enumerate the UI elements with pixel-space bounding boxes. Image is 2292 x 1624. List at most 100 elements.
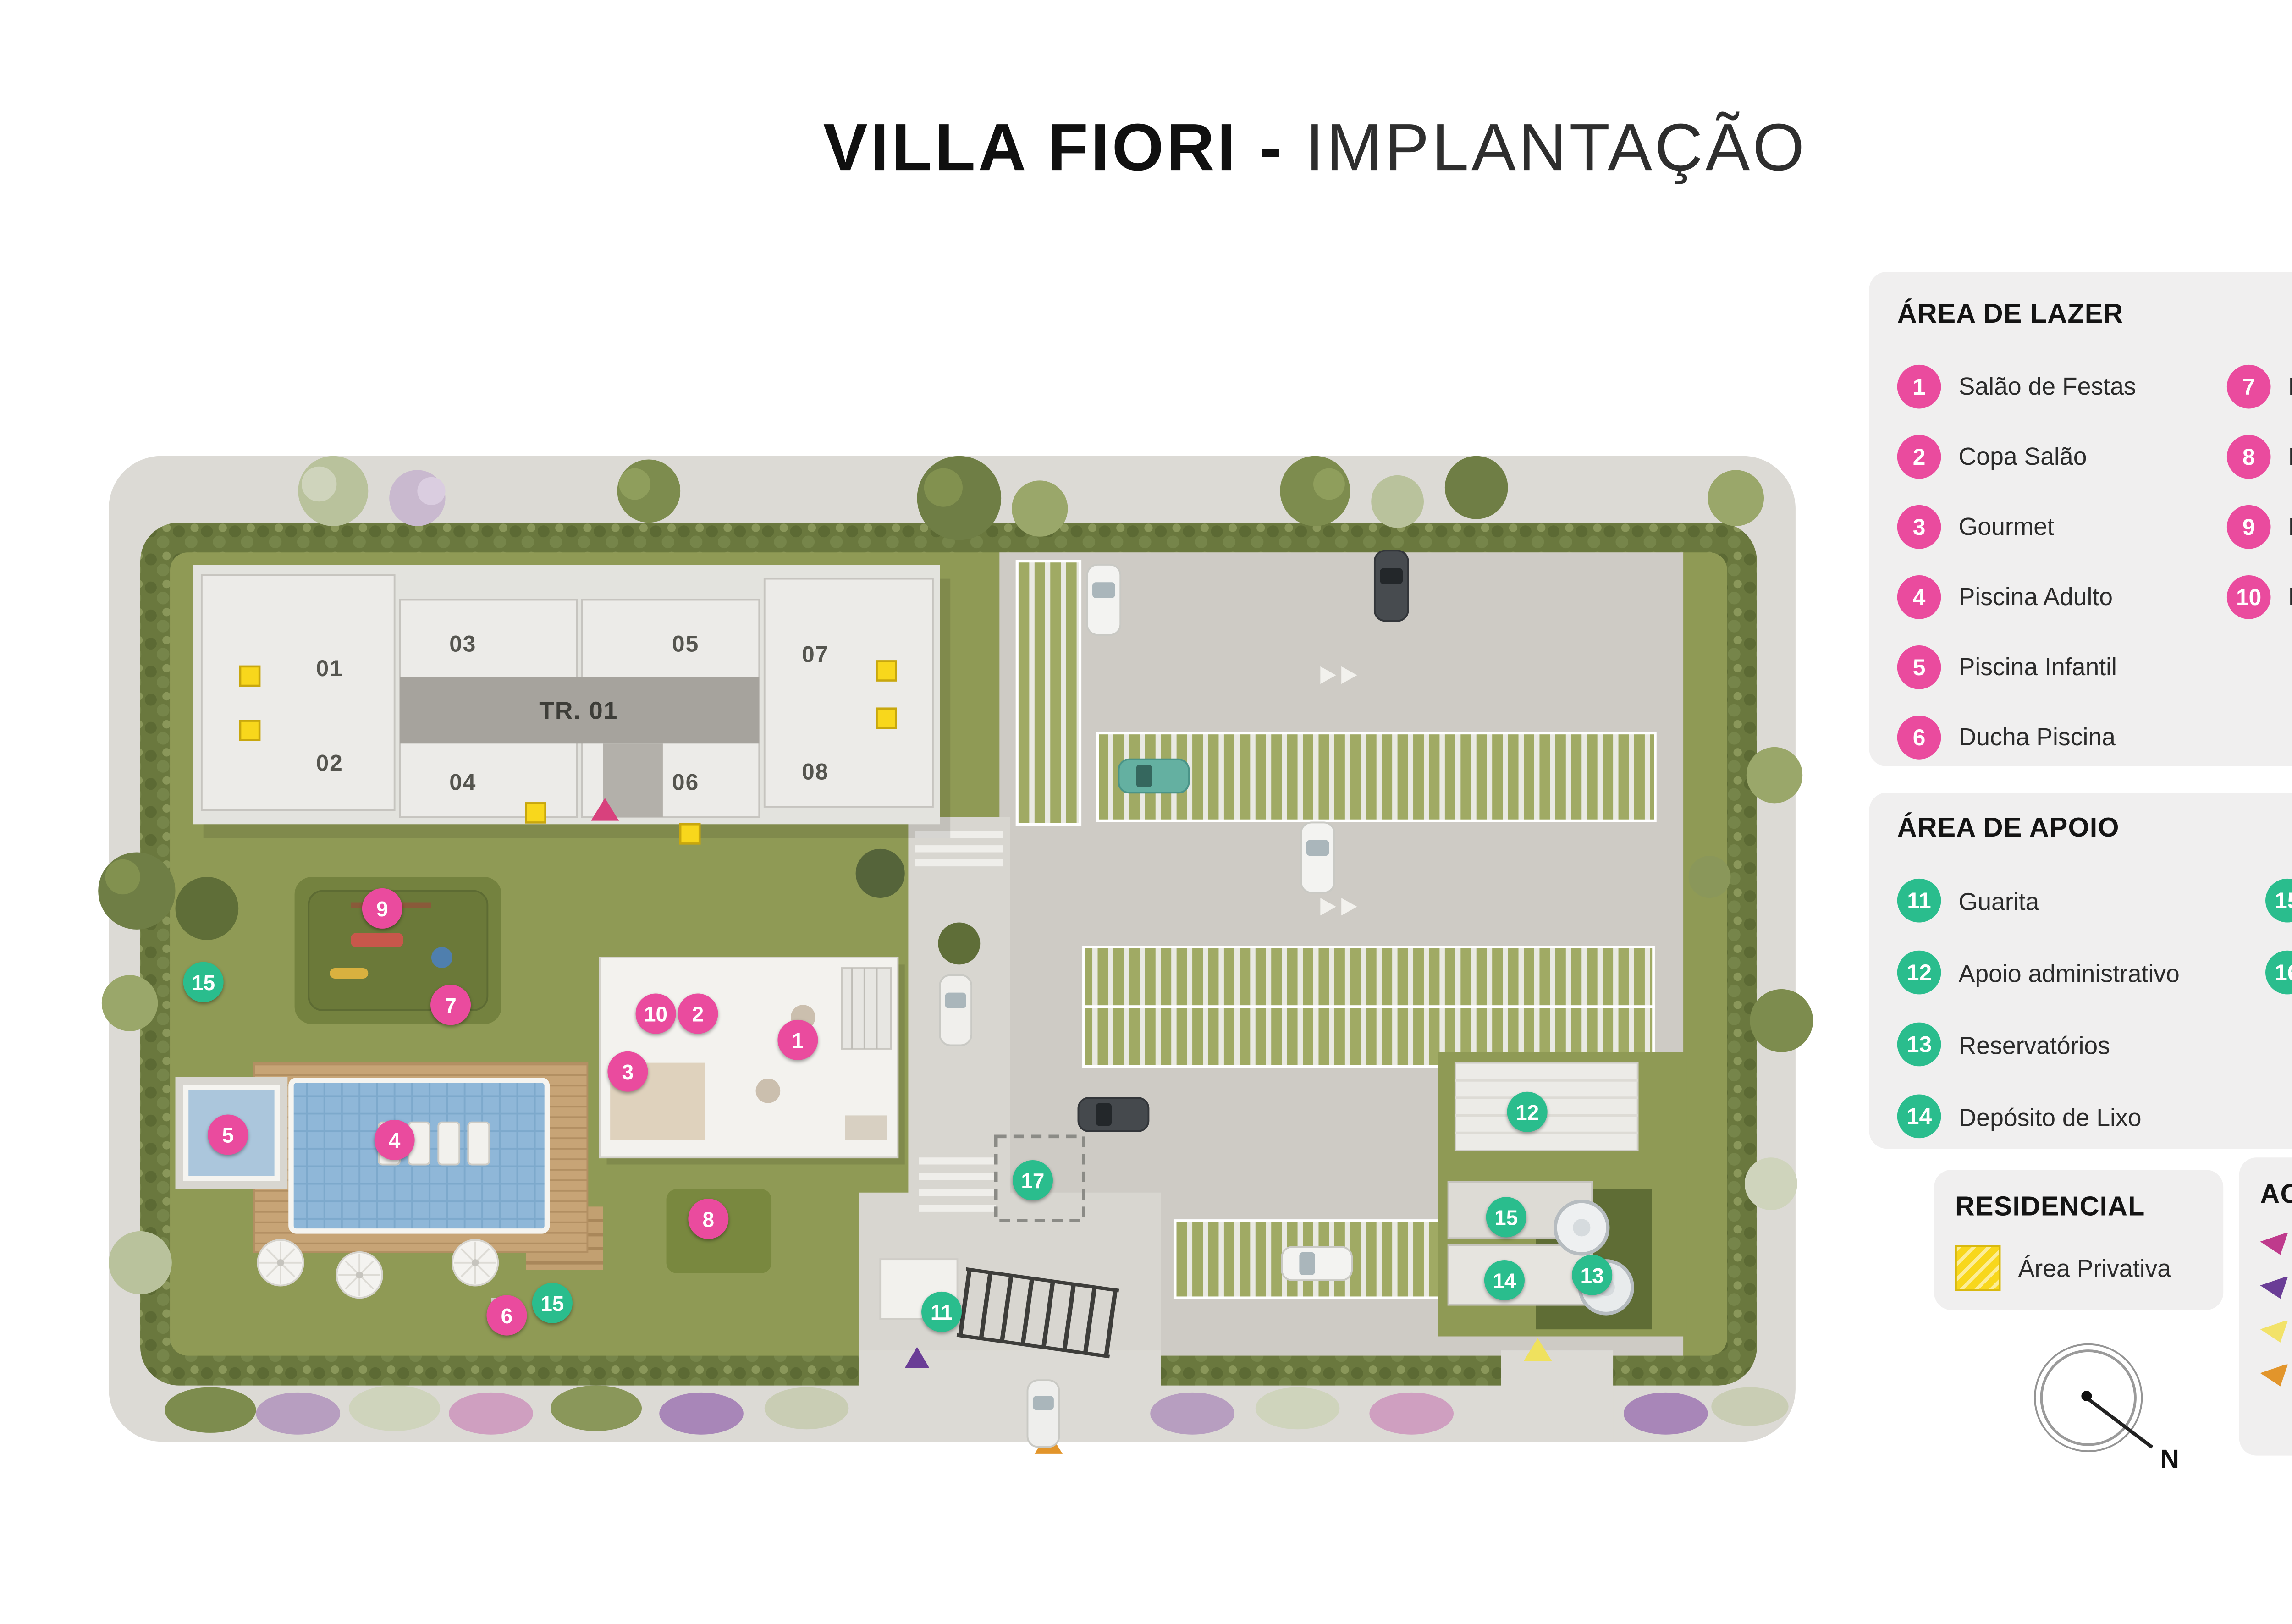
legend-item-torre: Torre xyxy=(2260,1229,2292,1257)
badge-14: 14 xyxy=(1897,1094,1941,1139)
unit-label-03: 03 xyxy=(449,630,477,657)
unit-label-06: 06 xyxy=(672,769,700,796)
area-privativa-swatch xyxy=(1955,1245,2001,1291)
map-marker-15c: 15 xyxy=(1486,1197,1526,1238)
map-marker-15a: 15 xyxy=(183,962,224,1002)
map-marker-3: 3 xyxy=(607,1051,648,1092)
map-marker-15b: 15 xyxy=(532,1283,573,1323)
pool-area xyxy=(175,1062,589,1319)
map-marker-10: 10 xyxy=(635,993,676,1034)
utility-area-outline xyxy=(994,1134,1085,1222)
badge-12: 12 xyxy=(1897,950,1941,995)
servicos-arrow-icon xyxy=(2260,1320,2288,1343)
page-subtitle: IMPLANTAÇÃO xyxy=(1284,112,1807,186)
legend-acessos-list: Torre Pedestre Serviços Veículos xyxy=(2260,1229,2292,1389)
unit-label-08: 08 xyxy=(802,758,829,785)
unit-label-07: 07 xyxy=(802,641,829,667)
flower-shrubs xyxy=(165,1385,1789,1435)
legend-item-veiculos: Veículos xyxy=(2260,1361,2292,1389)
badge-15: 15 xyxy=(2265,878,2292,923)
map-marker-14: 14 xyxy=(1484,1260,1525,1301)
umbrella-tables xyxy=(257,1239,499,1299)
tower-building xyxy=(193,565,951,838)
badge-13: 13 xyxy=(1897,1022,1941,1067)
badge-4: 4 xyxy=(1897,574,1941,618)
unit-label-04: 04 xyxy=(449,769,477,796)
map-marker-5: 5 xyxy=(208,1114,248,1155)
tower-access-arrow xyxy=(591,798,619,821)
legend-residencial-title: RESIDENCIAL xyxy=(1955,1192,2145,1222)
unit-label-05: 05 xyxy=(672,630,700,657)
party-hall xyxy=(599,957,905,1165)
crosswalk xyxy=(915,831,1003,1212)
badge-8: 8 xyxy=(2226,434,2271,478)
pedestrian-access-arrow xyxy=(904,1347,930,1368)
compass: N xyxy=(2034,1343,2209,1505)
site-plan-graphic xyxy=(98,456,1813,1454)
cars xyxy=(939,550,1409,1448)
legend-item-caixa: 16Caixa de captação xyxy=(2265,936,2292,1008)
legend-lazer-title: ÁREA DE LAZER xyxy=(1897,300,2124,330)
page-title: VILLA FIORI - IMPLANTAÇÃO xyxy=(0,112,2292,188)
legend-item-bicicletario: 9Bicicletário xyxy=(2226,491,2292,561)
pedestre-arrow-icon xyxy=(2260,1276,2288,1299)
trees xyxy=(98,456,1813,1294)
badge-5: 5 xyxy=(1897,644,1941,688)
map-marker-6: 6 xyxy=(486,1295,527,1336)
map-marker-9: 9 xyxy=(362,888,402,929)
badge-3: 3 xyxy=(1897,504,1941,548)
map-marker-12: 12 xyxy=(1507,1091,1548,1132)
badge-9: 9 xyxy=(2226,504,2271,548)
legend-item-playground: 7Playground xyxy=(2226,351,2292,421)
map-marker-7: 7 xyxy=(430,985,471,1025)
badge-1: 1 xyxy=(1897,363,1941,408)
map-marker-17: 17 xyxy=(1012,1160,1053,1200)
compass-north-label: N xyxy=(2160,1445,2180,1475)
legend-item-pet-place: 8Pet place xyxy=(2226,421,2292,491)
badge-6: 6 xyxy=(1897,715,1941,759)
badge-11: 11 xyxy=(1897,878,1941,923)
legend-acessos-title: ACESSOS xyxy=(2260,1180,2292,1211)
badge-2: 2 xyxy=(1897,434,1941,478)
compass-center-dot xyxy=(2081,1391,2092,1402)
legend-apoio-title: ÁREA DE APOIO xyxy=(1897,814,2120,844)
badge-7: 7 xyxy=(2226,363,2271,408)
entrance-gate xyxy=(879,1258,1119,1359)
map-marker-8: 8 xyxy=(688,1199,729,1239)
torre-arrow-icon xyxy=(2260,1232,2288,1255)
legend-item-servicos: Serviços xyxy=(2260,1317,2292,1345)
legend-acessos-panel: ACESSOS Torre Pedestre Serviços Veículos xyxy=(2239,1157,2292,1456)
map-marker-2: 2 xyxy=(678,993,718,1034)
badge-16: 16 xyxy=(2265,950,2292,995)
legend-item-area-privativa: Área Privativa xyxy=(1955,1245,2202,1291)
lane-arrows xyxy=(1320,666,1357,916)
site-plan: 01 02 03 04 05 06 07 08 TR. 01 1 2 3 4 5… xyxy=(88,439,1841,1491)
unit-label-02: 02 xyxy=(316,749,343,776)
map-marker-4: 4 xyxy=(374,1119,415,1160)
service-access-arrow xyxy=(1524,1338,1552,1361)
veiculos-arrow-icon xyxy=(2260,1363,2288,1387)
badge-10: 10 xyxy=(2226,574,2271,618)
legend-item-apoio-tecnico: 15Apoio Técnico xyxy=(2265,864,2292,936)
legend-item-pedestre: Pedestre xyxy=(2260,1273,2292,1301)
project-name: VILLA FIORI - xyxy=(823,112,1284,186)
legend-item-banheiro: 10Banheiro Lazer xyxy=(2226,561,2292,631)
private-area-markers xyxy=(239,660,897,845)
tower-label: TR. 01 xyxy=(539,696,618,725)
legend-residencial-panel: RESIDENCIAL Área Privativa xyxy=(1934,1170,2224,1310)
support-area xyxy=(1438,1052,1687,1337)
map-marker-1: 1 xyxy=(777,1019,818,1060)
